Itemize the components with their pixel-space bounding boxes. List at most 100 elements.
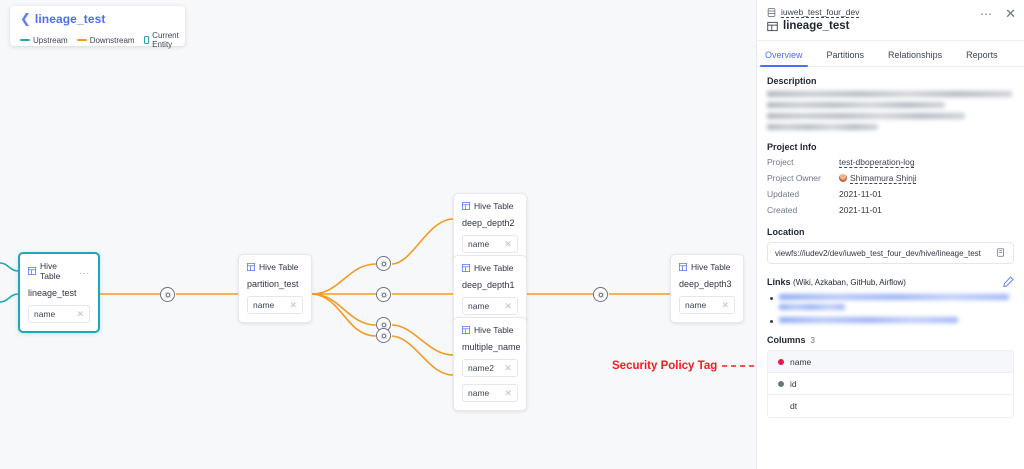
node-menu-icon[interactable]: ...	[79, 266, 90, 276]
close-icon[interactable]: ✕	[289, 299, 297, 310]
list-item[interactable]	[770, 294, 1014, 310]
edge-ds-2d	[311, 293, 377, 337]
node-type-label: Hive Table	[474, 325, 514, 335]
node-column-name: name	[34, 309, 56, 319]
location-heading: Location	[767, 227, 805, 237]
updated-row: Updated 2021-11-01	[767, 189, 1014, 199]
node-title: multiple_name	[462, 342, 521, 352]
node-type: Hive Table	[462, 325, 514, 335]
edge-ds-3d	[391, 335, 454, 376]
node-column-chip[interactable]: name ✕	[247, 296, 303, 314]
column-row-dt[interactable]: dt	[768, 395, 1013, 417]
table-icon	[462, 264, 470, 272]
node-column-chip[interactable]: name ✕	[462, 297, 518, 315]
edge-ds-2a	[311, 263, 377, 295]
node-type-label: Hive Table	[691, 262, 731, 272]
process-node-gear-2[interactable]	[376, 256, 391, 271]
process-node-gear-3[interactable]	[376, 287, 391, 302]
process-node-gear-1[interactable]	[160, 287, 175, 302]
project-owner-key: Project Owner	[767, 173, 821, 183]
copy-icon[interactable]	[997, 248, 1006, 258]
current-entity-box-icon	[143, 36, 150, 44]
legend-label-downstream: Downstream	[89, 35, 135, 45]
node-type: Hive Table	[462, 201, 514, 211]
table-icon	[28, 267, 36, 275]
redacted-line	[767, 102, 945, 108]
description-heading: Description	[767, 76, 817, 86]
annotation-label: Security Policy Tag	[612, 360, 718, 372]
database-link[interactable]: iuweb_test_four_dev	[781, 7, 860, 17]
node-type: Hive Table	[28, 261, 79, 281]
node-type-label: Hive Table	[474, 201, 514, 211]
avatar	[839, 174, 847, 182]
ellipsis-icon[interactable]: ⋯	[980, 7, 994, 21]
column-row-id[interactable]: id	[768, 373, 1013, 395]
node-type: Hive Table	[462, 263, 514, 273]
column-row-name[interactable]: name	[768, 351, 1013, 373]
legend-label-upstream: Upstream	[33, 35, 68, 45]
node-title: deep_depth1	[462, 280, 515, 290]
redacted-line	[767, 113, 965, 119]
gear-icon	[597, 291, 604, 298]
node-head: Hive Table	[462, 201, 518, 211]
node-column-name: name	[468, 301, 490, 311]
list-item[interactable]	[770, 317, 1014, 323]
graph-node-multiple-name[interactable]: Hive Table multiple_name name2 ✕ name ✕	[453, 317, 527, 411]
tab-reports[interactable]: Reports	[966, 50, 998, 60]
location-field[interactable]: viewfs://iudev2/dev/iuweb_test_four_dev/…	[767, 242, 1014, 264]
project-row: Project test-dboperation-log	[767, 157, 1014, 167]
gear-icon	[380, 260, 387, 267]
node-title: deep_depth3	[679, 279, 732, 289]
graph-node-lineage-test[interactable]: Hive Table ... lineage_test name ✕	[18, 252, 100, 333]
table-icon	[767, 21, 778, 31]
tab-overview[interactable]: Overview	[760, 50, 807, 67]
tab-partitions[interactable]: Partitions	[826, 50, 865, 60]
node-head: Hive Table	[462, 263, 518, 273]
project-owner-link[interactable]: Shimamura Shinji	[850, 173, 917, 183]
columns-list: name id dt	[767, 350, 1014, 418]
panel-table-line: lineage_test	[767, 20, 1014, 32]
node-column-chip[interactable]: name ✕	[679, 296, 735, 314]
updated-key: Updated	[767, 189, 800, 199]
redacted-line	[767, 124, 879, 130]
graph-node-deep-depth1[interactable]: Hive Table deep_depth1 name ✕	[453, 255, 527, 324]
legend-item-current-entity: Current Entity	[143, 31, 182, 49]
close-icon[interactable]: ✕	[721, 299, 729, 310]
node-column-chip[interactable]: name ✕	[462, 235, 518, 253]
graph-node-partition-test[interactable]: Hive Table partition_test name ✕	[238, 254, 312, 323]
panel-tabs: Overview Partitions Relationships Report…	[757, 41, 1024, 67]
node-column-chip[interactable]: name ✕	[28, 305, 90, 323]
chevron-left-icon[interactable]: ❮	[20, 11, 31, 27]
pencil-icon[interactable]	[1003, 276, 1014, 287]
close-icon[interactable]: ✕	[76, 308, 84, 319]
table-icon	[462, 326, 470, 334]
security-policy-tag-annotation: Security Policy Tag	[612, 360, 756, 372]
lineage-graph-canvas[interactable]: ❮ lineage_test Upstream Downstream Curre…	[0, 0, 756, 469]
downstream-line-icon	[76, 39, 87, 41]
upstream-line-icon	[20, 39, 30, 41]
created-key: Created	[767, 205, 798, 215]
dashed-arrow-right-icon	[722, 365, 756, 367]
close-icon[interactable]: ✕	[504, 300, 512, 311]
close-icon[interactable]: ✕	[504, 387, 512, 398]
edge-upstream-2	[0, 293, 19, 303]
project-value-link[interactable]: test-dboperation-log	[839, 157, 915, 167]
node-title: lineage_test	[28, 288, 77, 298]
tab-relationships[interactable]: Relationships	[888, 50, 943, 60]
policy-tag-dot-icon	[778, 358, 784, 365]
policy-tag-dot-icon	[778, 380, 784, 387]
graph-node-deep-depth3[interactable]: Hive Table deep_depth3 name ✕	[670, 254, 744, 323]
legend-label-current-entity: Current Entity	[152, 31, 179, 49]
process-node-gear-6[interactable]	[593, 287, 608, 302]
close-icon[interactable]: ✕	[504, 238, 512, 249]
graph-node-deep-depth2[interactable]: Hive Table deep_depth2 name ✕	[453, 193, 527, 262]
location-value: viewfs://iudev2/dev/iuweb_test_four_dev/…	[775, 248, 981, 258]
close-icon[interactable]: ✕	[504, 362, 512, 373]
panel-actions: ⋯ ✕	[980, 6, 1016, 21]
table-icon	[247, 263, 255, 271]
close-icon[interactable]: ✕	[1005, 6, 1016, 21]
process-node-gear-5[interactable]	[376, 328, 391, 343]
node-column-chip[interactable]: name2 ✕	[462, 359, 518, 377]
project-owner-value: Shimamura Shinji	[839, 173, 917, 183]
node-column-chip[interactable]: name ✕	[462, 384, 518, 402]
